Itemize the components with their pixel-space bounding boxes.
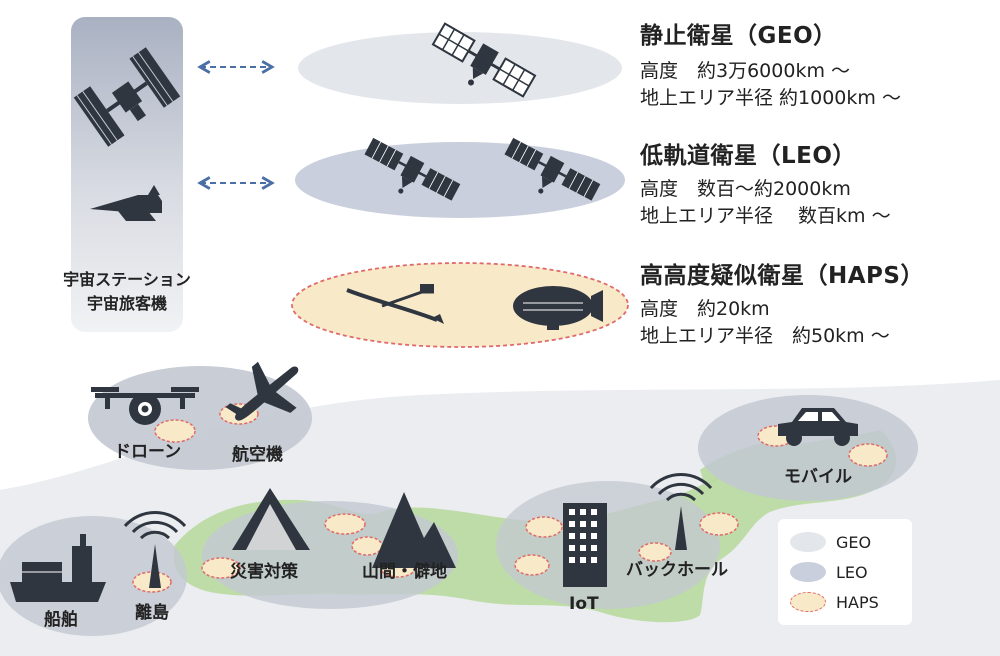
airplane-icon	[225, 361, 299, 421]
mobile-label: モバイル	[784, 467, 852, 487]
geo-altitude: 高度 約3万6000km ～	[640, 60, 850, 82]
geo-orbit-band	[298, 32, 622, 104]
haps-altitude: 高度 約20km	[640, 298, 770, 320]
drone-aircraft-oval	[88, 366, 312, 470]
legend-label-leo: LEO	[836, 562, 868, 582]
legend-swatch-leo	[790, 562, 826, 582]
car-icon	[778, 408, 858, 446]
legend-item-geo: GEO	[790, 531, 871, 553]
drone-icon	[91, 387, 199, 425]
haps-orbit-band	[291, 262, 629, 348]
legend-label-haps: HAPS	[836, 592, 879, 612]
mobile-oval	[698, 395, 918, 501]
aircraft-label: 航空機	[232, 445, 283, 465]
geo-radius: 地上エリア半径 約1000km ～	[640, 87, 901, 109]
antenna-tower-icon-island	[123, 511, 187, 588]
airship-icon	[513, 286, 603, 330]
space-panel	[71, 17, 183, 332]
mountain-icon	[372, 492, 456, 568]
leo-radius: 地上エリア半径 数百km ～	[640, 205, 891, 227]
disaster-label: 災害対策	[230, 562, 298, 582]
antenna-tower-icon-backhaul	[649, 473, 713, 550]
space-label-line1: 宇宙ステーション	[63, 270, 191, 289]
legend: GEO LEO HAPS	[778, 519, 912, 625]
space-label-line2: 宇宙旅客機	[87, 294, 167, 313]
haps-spots	[132, 403, 888, 593]
solar-plane-icon	[346, 284, 444, 324]
geo-title: 静止衛星（GEO）	[640, 23, 837, 49]
space-station-icon	[73, 47, 181, 147]
ground-area	[0, 366, 1000, 656]
legend-swatch-haps	[790, 592, 826, 612]
leo-altitude: 高度 数百～約2000km	[640, 178, 851, 200]
mountain-label: 山間・僻地	[362, 562, 447, 582]
island-label: 離島	[135, 603, 169, 623]
building-icon	[563, 503, 607, 587]
haps-radius: 地上エリア半径 約50km ～	[640, 325, 890, 347]
mountain-icon-snow	[232, 488, 310, 550]
legend-swatch-geo	[790, 532, 826, 552]
ship-label: 船舶	[44, 610, 78, 630]
leo-title: 低軌道衛星（LEO）	[640, 143, 856, 169]
backhaul-label: バックホール	[626, 560, 728, 580]
legend-item-leo: LEO	[790, 561, 868, 583]
haps-title: 高高度疑似衛星（HAPS）	[640, 263, 924, 289]
space-plane-icon	[90, 185, 162, 221]
iot-label: IoT	[569, 594, 599, 614]
legend-label-geo: GEO	[836, 532, 872, 552]
legend-item-haps: HAPS	[790, 591, 879, 613]
drone-label: ドローン	[114, 442, 182, 462]
ship-icon	[10, 534, 106, 602]
geo-satellite-icon	[431, 22, 537, 98]
iot-backhaul-oval	[496, 481, 720, 609]
ship-island-oval	[0, 516, 187, 636]
